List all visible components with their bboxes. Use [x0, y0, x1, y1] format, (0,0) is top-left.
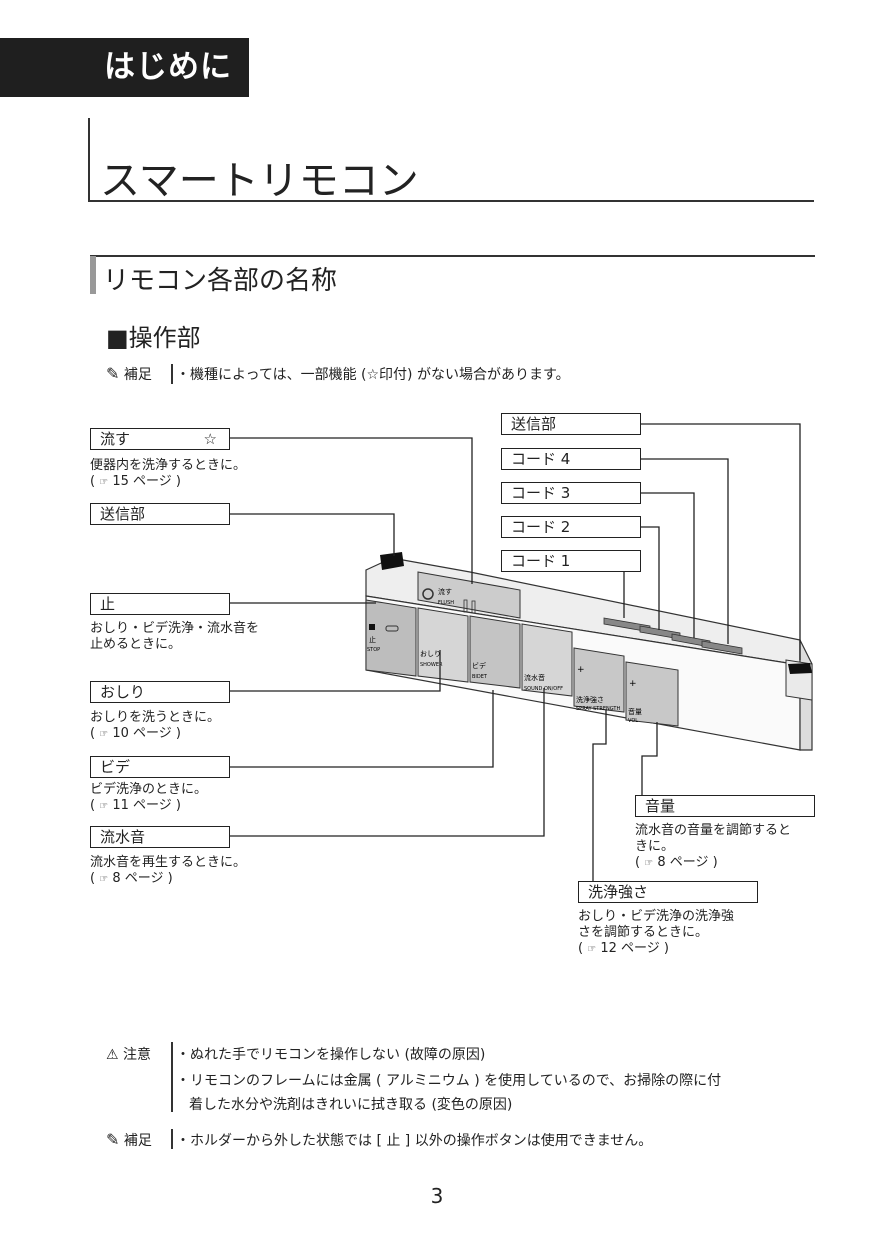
shower-label-en: SHOWER	[420, 662, 443, 668]
section-heading-rule	[90, 255, 815, 257]
code3-callout: コード 3	[501, 482, 641, 504]
caution-divider	[171, 1042, 173, 1112]
flush-ref: ( ☞ 15 ページ )	[90, 474, 181, 489]
stop-label-en: STOP	[367, 647, 380, 653]
sound-label-ja: 流水音	[524, 673, 545, 682]
pencil-icon: ✎	[106, 1130, 120, 1149]
stop-desc-2: 止めるときに。	[90, 637, 182, 652]
volume-ref: ( ☞ 8 ページ )	[635, 855, 718, 870]
supplement-bottom: ✎ 補足	[106, 1130, 152, 1150]
caution-line-2: ・リモコンのフレームには金属 ( アルミニウム ) を使用しているので、お掃除の…	[176, 1073, 722, 1089]
supplement-top-label: 補足	[123, 367, 152, 383]
warning-icon: ⚠	[106, 1047, 119, 1063]
stop-button	[365, 599, 417, 677]
spray-strength-button	[573, 647, 625, 713]
supplement-top: ✎ 補足	[106, 364, 152, 384]
supplement-bottom-label: 補足	[123, 1133, 152, 1149]
sound-callout: 流水音	[90, 826, 230, 848]
volume-desc-2: きに。	[635, 839, 675, 854]
section-tab: はじめに	[0, 38, 249, 97]
supplement-bottom-text: ・ホルダーから外した状態では [ 止 ] 以外の操作ボタンは使用できません。	[176, 1133, 653, 1149]
spray-plus: +	[577, 665, 585, 675]
volume-button	[625, 661, 679, 727]
caution-heading: ⚠ 注意	[106, 1044, 151, 1064]
bidet-desc: ビデ洗浄のときに。	[90, 782, 208, 797]
transmitter-left-mark	[380, 552, 404, 570]
pencil-icon: ✎	[106, 364, 120, 383]
sound-desc: 流水音を再生するときに。	[90, 855, 247, 870]
section-heading-bar	[90, 256, 96, 294]
page-title: スマートリモコン	[100, 158, 419, 204]
flush-label-en: FLUSH	[438, 600, 454, 606]
oshiri-desc: おしりを洗うときに。	[90, 710, 221, 725]
caution-line-3: 着した水分や洗剤はきれいに拭き取る (変色の原因)	[189, 1097, 513, 1113]
stop-callout: 止	[90, 593, 230, 615]
pointing-hand-icon: ☞	[99, 477, 109, 488]
star-icon: ☆	[203, 430, 217, 448]
page-number: 3	[430, 1184, 444, 1208]
supplement-bottom-divider	[171, 1129, 173, 1149]
oshiri-callout: おしり	[90, 681, 230, 703]
code1-callout: コード 1	[501, 550, 641, 572]
strength-callout: 洗浄強さ	[578, 881, 758, 903]
transmitter-left-callout: 送信部	[90, 503, 230, 525]
title-frame	[88, 118, 814, 202]
stop-desc-1: おしり・ビデ洗浄・流水音を	[90, 621, 260, 636]
sound-ref: ( ☞ 8 ページ )	[90, 871, 173, 886]
flush-desc: 便器内を洗浄するときに。	[90, 458, 247, 473]
leader-lines	[230, 423, 801, 881]
strength-ref: ( ☞ 12 ページ )	[578, 941, 669, 956]
subsection-heading: ■操作部	[106, 324, 201, 352]
caution-label: 注意	[123, 1047, 152, 1063]
flush-label-ja: 流す	[438, 587, 452, 596]
pointing-hand-icon: ☞	[587, 944, 597, 955]
code4-button	[701, 640, 743, 655]
stop-label-ja: 止	[369, 635, 376, 644]
supplement-top-divider	[171, 364, 173, 384]
bidet-label-en: BIDET	[472, 674, 488, 680]
transmitter-right-callout: 送信部	[501, 413, 641, 435]
supplement-top-text: ・機種によっては、一部機能 (☆印付) がない場合があります。	[176, 367, 570, 383]
bidet-callout: ビデ	[90, 756, 230, 778]
spray-label-ja: 洗浄強さ	[576, 695, 604, 704]
strength-desc-2: さを調節するときに。	[578, 925, 709, 940]
transmitter-right-mark	[788, 663, 812, 674]
caution-line-1: ・ぬれた手でリモコンを操作しない (故障の原因)	[176, 1047, 486, 1063]
volume-callout: 音量	[635, 795, 815, 817]
bidet-button	[469, 615, 521, 689]
shower-label-ja: おしり	[420, 650, 441, 658]
section-heading: リモコン各部の名称	[103, 266, 338, 296]
vol-plus: +	[629, 679, 637, 689]
code2-callout: コード 2	[501, 516, 641, 538]
flush-callout: 流す ☆	[90, 428, 230, 450]
oshiri-ref: ( ☞ 10 ページ )	[90, 726, 181, 741]
pointing-hand-icon: ☞	[99, 801, 109, 812]
pointing-hand-icon: ☞	[99, 729, 109, 740]
code4-callout: コード 4	[501, 448, 641, 470]
volume-desc-1: 流水音の音量を調節すると	[635, 823, 792, 838]
flush-panel	[417, 571, 521, 619]
pointing-hand-icon: ☞	[99, 874, 109, 885]
shower-button	[417, 607, 469, 683]
bidet-label-ja: ビデ	[472, 661, 486, 670]
bidet-ref: ( ☞ 11 ページ )	[90, 798, 181, 813]
sound-button	[521, 623, 573, 697]
strength-desc-1: おしり・ビデ洗浄の洗浄強	[578, 909, 735, 924]
flush-icon	[422, 588, 434, 600]
flush-callout-label: 流す	[100, 430, 131, 448]
vol-label-en: VOL	[628, 718, 638, 724]
vol-label-ja: 音量	[628, 707, 642, 716]
pointing-hand-icon: ☞	[644, 858, 654, 869]
spray-label-en: SPRAY STRENGTH	[576, 706, 620, 712]
